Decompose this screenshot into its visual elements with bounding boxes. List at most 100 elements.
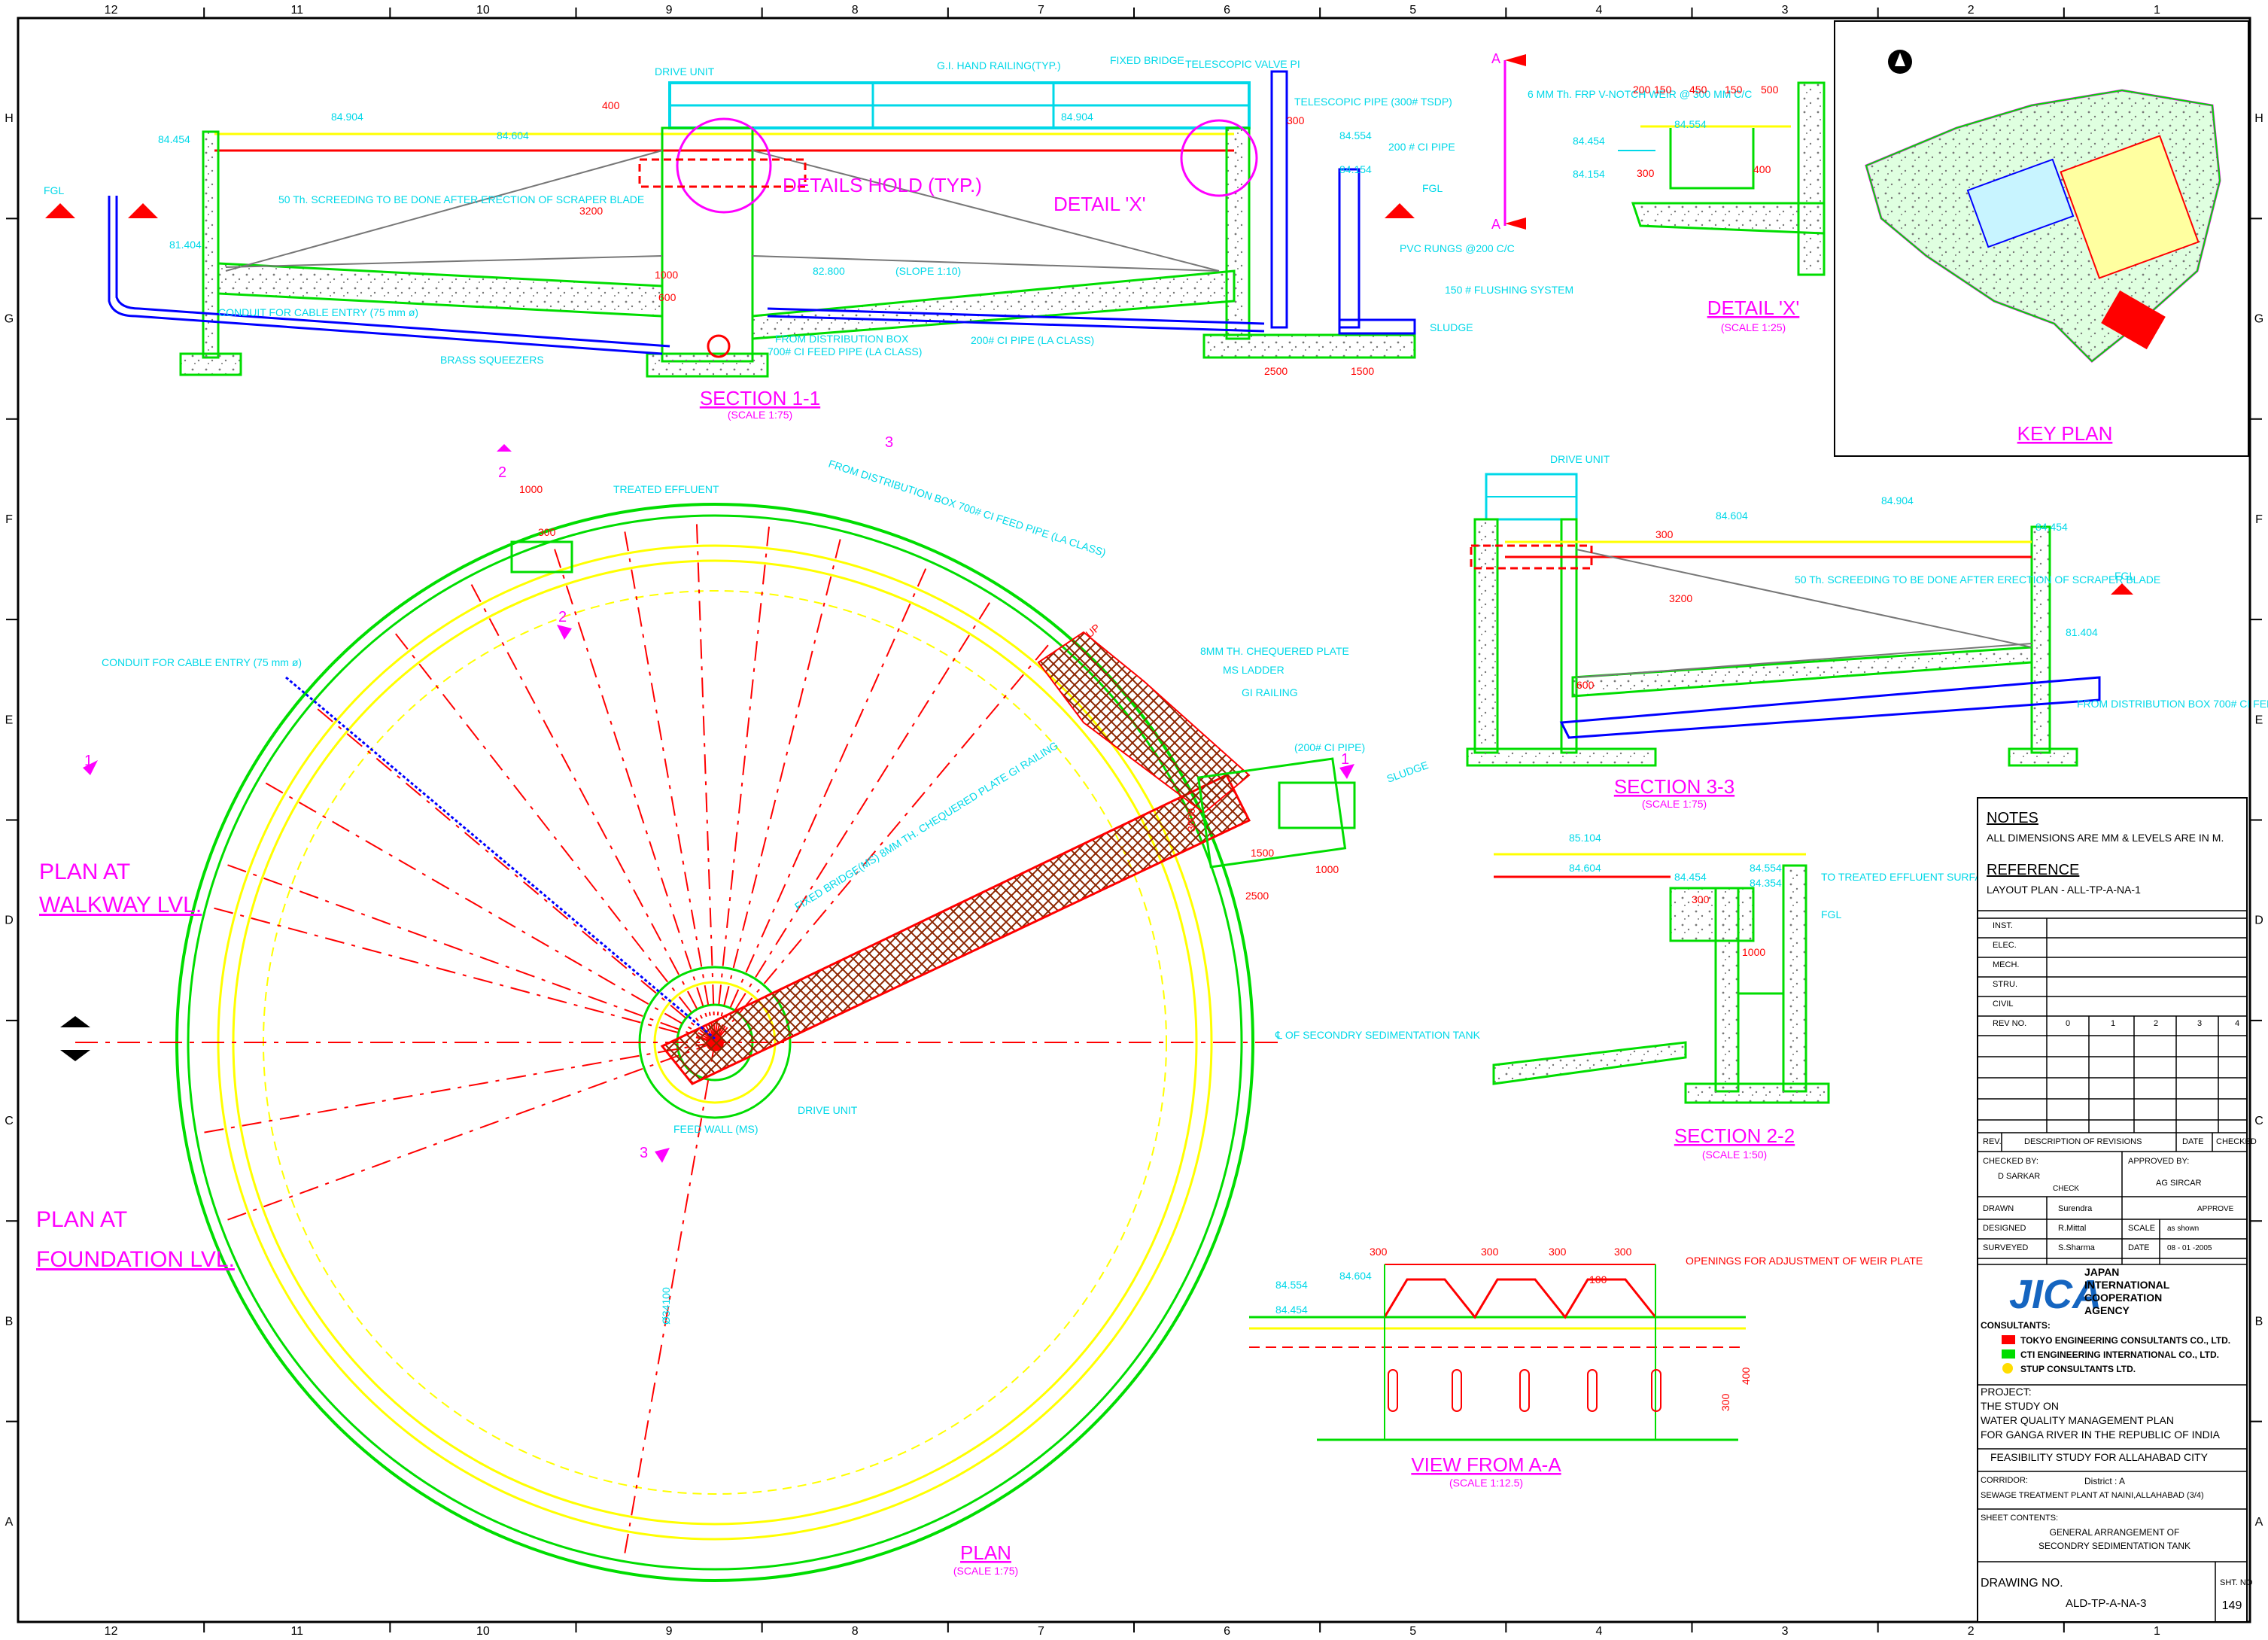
- plan-dim-3000: 3000: [1185, 808, 1197, 832]
- sludge-label: SLUDGE: [1430, 321, 1473, 333]
- key-plan-title: KEY PLAN: [2017, 422, 2113, 445]
- section-mark-a-bottom: A: [1491, 217, 1500, 232]
- radial-line: [714, 601, 991, 1043]
- plan-foundation-2: FOUNDATION LVL.: [36, 1247, 235, 1272]
- grid-col-label: 11: [290, 4, 303, 17]
- grid-col-label: 10: [476, 4, 490, 17]
- plan-chequered: 8MM TH. CHEQUERED PLATE: [1200, 645, 1349, 657]
- ci-200-label: 200# CI PIPE (LA CLASS): [971, 334, 1094, 346]
- grid-row-label: C: [2254, 1115, 2263, 1127]
- drawn-name: Surendra: [2058, 1204, 2093, 1213]
- plan-marker-3b: 3: [640, 1145, 648, 1161]
- designed-name: R.Mittal: [2058, 1224, 2086, 1233]
- section-2-2: SECTION 2-2 (SCALE 1:50) TO TREATED EFFL…: [1492, 832, 1996, 1161]
- vaa-level-2: 84.604: [1339, 1270, 1372, 1282]
- project-2: WATER QUALITY MANAGEMENT PLAN: [1981, 1414, 2174, 1426]
- grid-col-label: 3: [1782, 4, 1789, 17]
- plan-ladder: MS LADDER: [1223, 664, 1284, 676]
- brass-label: BRASS SQUEEZERS: [440, 354, 544, 366]
- s22-dim-300: 300: [1692, 893, 1710, 905]
- plan-scale: (SCALE 1:75): [953, 1565, 1018, 1577]
- vaa-dim-3: 300: [1549, 1246, 1567, 1258]
- radial-line: [624, 531, 716, 1043]
- section-3-3-title: SECTION 3-3: [1614, 775, 1734, 798]
- dx-dim-3: 450: [1689, 84, 1707, 96]
- rev-0: 0: [2066, 1019, 2070, 1028]
- feed-box-label: FROM DISTRIBUTION BOX: [775, 333, 909, 345]
- grid-col-label: 10: [476, 1625, 490, 1638]
- s22-dim-1000: 1000: [1742, 946, 1765, 958]
- notes-heading: NOTES: [1987, 810, 2038, 826]
- conduit-label: CONDUIT FOR CABLE ENTRY (75 mm ø): [218, 306, 418, 318]
- date-label: DATE: [2128, 1243, 2150, 1252]
- key-plan: KEY PLAN: [1834, 20, 2249, 457]
- section-3-3-scale: (SCALE 1:75): [1642, 798, 1707, 810]
- reference-text: LAYOUT PLAN - ALL-TP-A-NA-1: [1987, 884, 2141, 896]
- screeding-label: 50 Th. SCREEDING TO BE DONE AFTER ERECTI…: [278, 193, 644, 205]
- cti-logo-icon: [2002, 1349, 2015, 1359]
- district: District : A: [2084, 1476, 2125, 1486]
- grid-row-label: E: [5, 714, 14, 726]
- detail-x: A A DETAIL 'X' (SCALE 1:25) 6 MM Th. FRP…: [1491, 51, 1826, 333]
- radial-line: [624, 1042, 716, 1554]
- radial-line: [714, 644, 1050, 1043]
- grid-col-label: 9: [666, 1625, 673, 1638]
- s22-fgl: FGL: [1821, 908, 1841, 920]
- plan-marker-1b: 1: [1341, 751, 1349, 768]
- dx-dim-7: 400: [1753, 163, 1771, 175]
- grid-col-label: 11: [290, 1625, 303, 1638]
- dx-dim-1: 200: [1633, 84, 1651, 96]
- plan-feed-wall: FEED WALL (MS): [673, 1123, 759, 1135]
- dim-2500: 2500: [1264, 365, 1288, 377]
- grid-col-label: 4: [1595, 1625, 1602, 1638]
- grid-col-label: 1: [2154, 1625, 2160, 1638]
- level-81404: 81.404: [169, 239, 202, 251]
- telescopic-valve-label: TELESCOPIC VALVE PI: [1185, 58, 1300, 70]
- rev-1: 1: [2111, 1019, 2115, 1028]
- drawing-no-heading: DRAWING NO.: [1981, 1577, 2063, 1590]
- section-1-1-title: SECTION 1-1: [700, 387, 820, 409]
- vaa-dim-4: 300: [1614, 1246, 1632, 1258]
- rev-2: 2: [2154, 1019, 2158, 1028]
- plan-marker-3a: 3: [885, 434, 893, 451]
- grid-col-label: 9: [666, 4, 673, 17]
- vaa-note: OPENINGS FOR ADJUSTMENT OF WEIR PLATE: [1686, 1255, 1923, 1267]
- sheet-2: SECONDRY SEDIMENTATION TANK: [2038, 1541, 2190, 1551]
- reference-heading: REFERENCE: [1987, 862, 2079, 878]
- consultants-heading: CONSULTANTS:: [1981, 1320, 2051, 1331]
- surveyed-name: S.Sharma: [2058, 1243, 2096, 1252]
- radial-line: [394, 632, 716, 1043]
- s33-dim-600: 600: [1576, 679, 1595, 691]
- grid-row-label: E: [2255, 714, 2263, 726]
- s22-level-5: 84.354: [1750, 877, 1782, 889]
- jica-name-3: COOPERATION: [2084, 1292, 2162, 1304]
- s33-feed: FROM DISTRIBUTION BOX 700# CI FEED PIPE …: [2077, 698, 2268, 710]
- s22-level-2: 84.604: [1569, 862, 1601, 874]
- level-84604: 84.604: [497, 129, 529, 141]
- project-heading: PROJECT:: [1981, 1386, 2032, 1398]
- section-2-2-title: SECTION 2-2: [1674, 1124, 1795, 1147]
- fixed-bridge-label: FIXED BRIDGE: [1110, 54, 1184, 66]
- grid-col-label: 5: [1409, 4, 1416, 17]
- dx-dim-5: 500: [1761, 84, 1779, 96]
- feasibility: FEASIBILITY STUDY FOR ALLAHABAD CITY: [1990, 1451, 2209, 1463]
- title-block: NOTES ALL DIMENSIONS ARE MM & LEVELS ARE…: [1977, 797, 2257, 1623]
- project-3: FOR GANGA RIVER IN THE REPUBLIC OF INDIA: [1981, 1429, 2221, 1441]
- sheet-heading: SHEET CONTENTS:: [1981, 1514, 2058, 1523]
- plan-treated: TREATED EFFLUENT: [613, 483, 719, 495]
- fgl-left: FGL: [44, 184, 64, 196]
- radial-line: [203, 1042, 716, 1133]
- grid-col-label: 8: [852, 4, 859, 17]
- vaa-level-1: 84.554: [1275, 1279, 1308, 1291]
- plan-marker-2b: 2: [558, 609, 567, 625]
- grid-row-label: H: [2254, 112, 2263, 125]
- s22-level-4: 84.554: [1750, 862, 1782, 874]
- radial-line: [470, 583, 716, 1043]
- detail-x-callout: DETAIL 'X': [1053, 193, 1146, 215]
- detail-x-scale: (SCALE 1:25): [1721, 321, 1786, 333]
- disc-3: MECH.: [1993, 960, 2019, 969]
- radial-line: [695, 523, 716, 1043]
- plan-dim-300: 300: [538, 526, 556, 538]
- view-a-a: VIEW FROM A-A (SCALE 1:12.5) 300 300 300…: [1249, 1246, 1923, 1489]
